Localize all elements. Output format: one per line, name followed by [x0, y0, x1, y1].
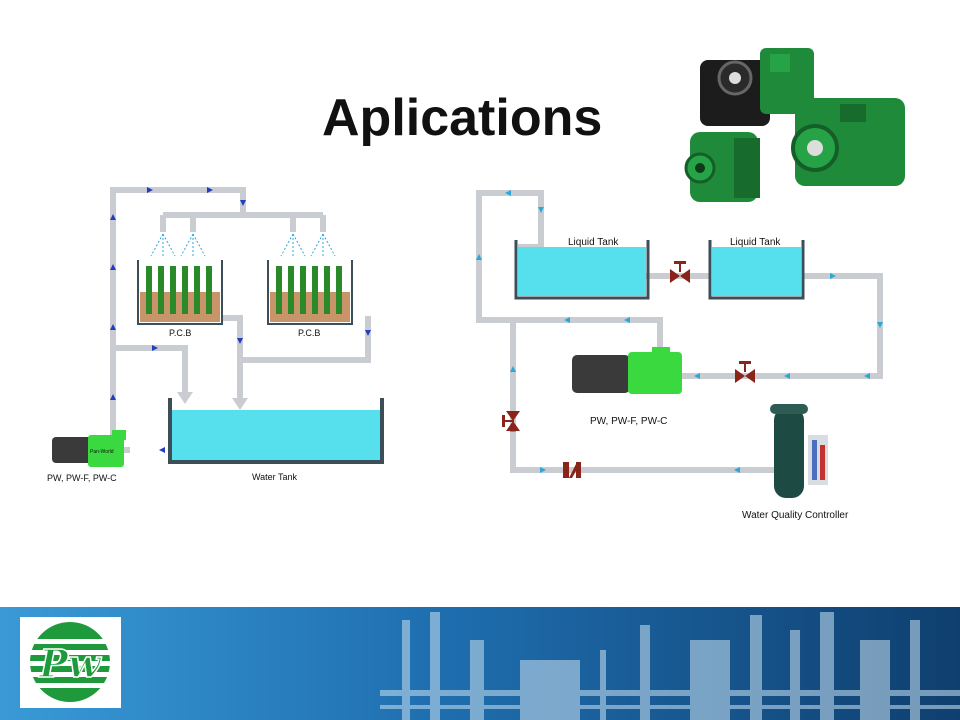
flow-arrows — [110, 187, 371, 453]
valve-icon — [735, 361, 755, 383]
pump-unit-green-right — [791, 98, 905, 186]
liquid-tank-label-1: Liquid Tank — [568, 237, 619, 248]
pump-product-photo — [684, 48, 905, 202]
controller-label: Water Quality Controller — [742, 510, 849, 520]
pcb-wash-diagram: P.C.B P.C.B Water Tank Pan-World PW, PW-… — [47, 187, 384, 483]
pipe-network — [476, 190, 883, 473]
pump-right-label: PW, PW-F, PW-C — [590, 416, 667, 427]
valve-icon — [670, 261, 690, 283]
pump-unit-green-left — [684, 132, 760, 202]
page-title: Aplications — [322, 89, 603, 147]
check-valve-icon — [563, 462, 581, 478]
refinery-silhouette — [380, 612, 960, 720]
water-tank-label: Water Tank — [252, 472, 298, 482]
pump-left — [52, 430, 126, 467]
footer-banner — [0, 607, 960, 720]
liquid-circulation-diagram: Liquid Tank Liquid Tank PW, PW-F, PW-C W… — [476, 190, 883, 520]
valve-icon — [502, 411, 520, 431]
pcb-tank-2 — [267, 260, 353, 325]
pump-brand-label: Pan-World — [90, 449, 114, 455]
flow-arrows — [476, 190, 883, 473]
pcb-label-2: P.C.B — [298, 328, 320, 338]
water-quality-controller — [770, 404, 828, 498]
pcb-label-1: P.C.B — [169, 328, 191, 338]
sprinkler-sprays — [150, 233, 336, 257]
pump-unit-black — [700, 48, 814, 126]
pump-left-label: PW, PW-F, PW-C — [47, 473, 117, 483]
pcb-tank-1 — [137, 260, 223, 325]
company-logo: Pw — [20, 617, 121, 708]
liquid-tank-label-2: Liquid Tank — [730, 237, 781, 248]
logo-mark: Pw — [38, 641, 102, 686]
pump-right — [572, 347, 682, 394]
liquid-tank-1 — [514, 240, 650, 300]
liquid-tank-2 — [708, 240, 805, 300]
water-tank — [168, 398, 384, 464]
